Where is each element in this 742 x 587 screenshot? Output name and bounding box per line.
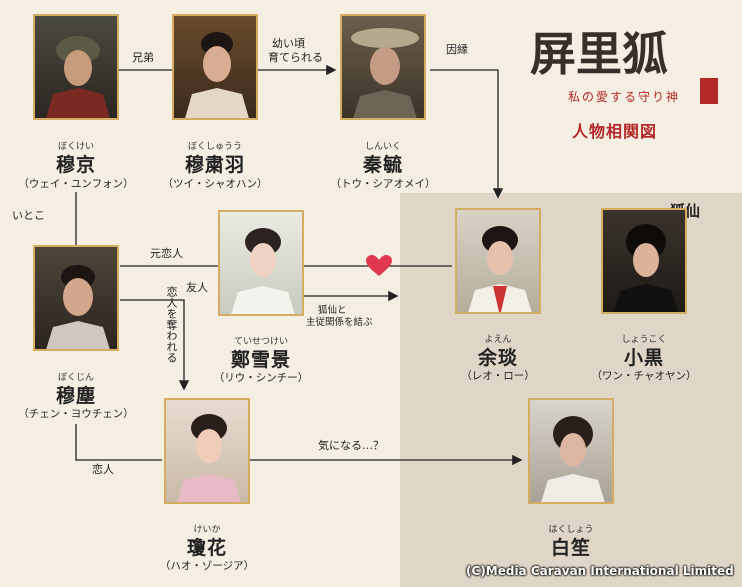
- logo-subtitle: 私の愛する守り神: [568, 90, 681, 104]
- ruby-keika: けいか: [193, 525, 221, 535]
- name-shoukoku: 小黒: [623, 347, 664, 369]
- name-yoen: 余琰: [477, 347, 518, 369]
- label-master-2: 主従関係を結ぶ: [306, 317, 373, 328]
- logo-title: 屏里狐: [530, 27, 668, 81]
- portrait-bokushuu: [172, 14, 258, 120]
- name-teisetsu: 鄭雪景: [230, 349, 291, 371]
- portrait-bokujin: [33, 245, 119, 351]
- actor-shinyiku: （トウ・シアオメイ）: [330, 178, 436, 190]
- label-ex-lover: 元恋人: [150, 247, 183, 260]
- chart-heading: 人物相関図: [572, 122, 658, 141]
- name-shinyiku: 秦毓: [362, 154, 403, 176]
- ruby-shoukoku: しょうこく: [621, 335, 667, 345]
- heart-icon: [366, 255, 392, 276]
- ruby-bokushuu: ぼくしゅうう: [187, 142, 242, 152]
- line-fate: [430, 69, 504, 199]
- label-curious: 気になる…？: [318, 439, 384, 452]
- label-master-1: 狐仙と: [318, 305, 347, 316]
- label-friend: 友人: [186, 281, 208, 294]
- portrait-bokukei: [33, 14, 119, 120]
- portrait-keika: [164, 398, 250, 504]
- portrait-shoukoku: [601, 208, 687, 314]
- line-friend: [120, 299, 190, 391]
- ruby-shinyiku: しんいく: [364, 142, 401, 152]
- label-raised-2: 育てられる: [268, 51, 323, 64]
- name-bokujin: 穆塵: [55, 385, 96, 407]
- name-keika: 瓊花: [186, 537, 227, 559]
- actor-shoukoku: （ワン・チャオヤン）: [591, 370, 697, 382]
- portrait-yoen: [455, 208, 541, 314]
- ruby-teisetsu: ていせつけい: [233, 337, 288, 347]
- actor-keika: （ハオ・ゾージア）: [159, 560, 255, 572]
- label-cousin: いとこ: [12, 209, 45, 222]
- line-lover: [75, 424, 162, 461]
- portrait-hakushou: [528, 398, 614, 504]
- ruby-yoen: よえん: [484, 335, 512, 345]
- label-stolen-lover: 恋人を奪われる: [165, 286, 178, 363]
- label-lover: 恋人: [92, 463, 114, 476]
- copyright-notice: (C)Media Caravan International Limited: [466, 564, 734, 578]
- portrait-shinyiku: [340, 14, 426, 120]
- label-raised-1: 幼い頃: [272, 37, 305, 50]
- name-bokushuu: 穆粛羽: [184, 154, 245, 176]
- label-brothers: 兄弟: [132, 51, 154, 64]
- ruby-bokukei: ぼくけい: [57, 142, 94, 152]
- actor-teisetsu: （リウ・シンチー）: [213, 372, 309, 384]
- actor-bokushuu: （ツイ・シャオハン）: [162, 178, 268, 190]
- portrait-teisetsu: [218, 210, 304, 316]
- ruby-bokujin: ぼくじん: [57, 373, 94, 383]
- name-bokukei: 穆京: [55, 154, 96, 176]
- actor-bokujin: （チェン・ヨウチェン）: [18, 408, 134, 420]
- label-fate: 因縁: [446, 43, 468, 56]
- name-hakushou: 白笙: [550, 537, 591, 559]
- actor-bokukei: （ウェイ・ユンフォン）: [18, 178, 134, 190]
- seal-icon: [700, 78, 718, 104]
- ruby-hakushou: はくしょう: [548, 525, 594, 535]
- actor-yoen: （レオ・ロー）: [461, 370, 535, 382]
